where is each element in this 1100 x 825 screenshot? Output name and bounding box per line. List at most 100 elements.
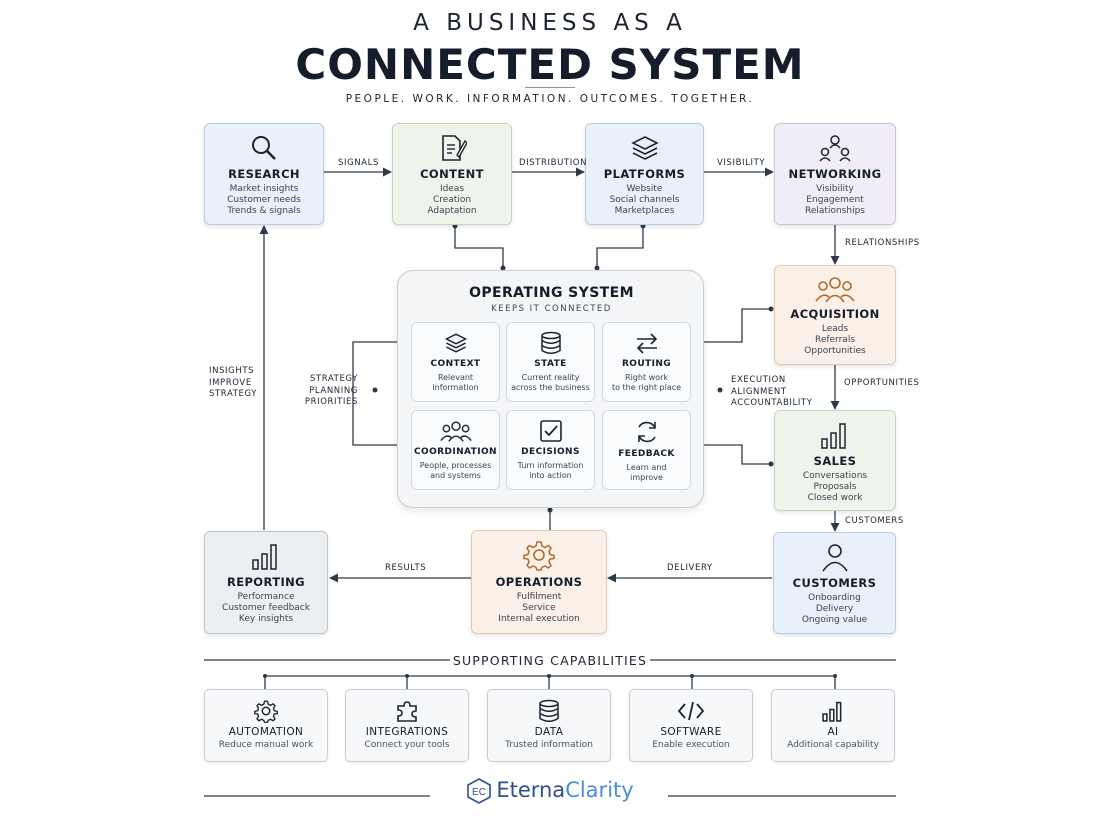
node-acquisition-title: ACQUISITION xyxy=(790,307,880,321)
node-operations-title: OPERATIONS xyxy=(495,575,583,589)
document-edit-icon xyxy=(442,135,467,161)
node-customers-line: Delivery xyxy=(815,604,854,614)
node-platforms-line: Website xyxy=(626,184,663,194)
people-group-icon xyxy=(439,421,472,442)
node-sales: SALES Conversations Proposals Closed wor… xyxy=(774,410,896,511)
edge-label-customers: CUSTOMERS xyxy=(845,516,904,526)
os-cell-feedback: FEEDBACK Learn and improve xyxy=(602,410,691,490)
node-sales-line: Closed work xyxy=(807,493,863,503)
layers-icon xyxy=(630,136,659,160)
capability-name: AI xyxy=(827,726,839,738)
code-icon xyxy=(677,701,705,721)
node-research-title: RESEARCH xyxy=(228,167,300,181)
os-cell-name: DECISIONS xyxy=(521,447,580,457)
capability-software: SOFTWARE Enable execution xyxy=(629,689,753,762)
node-reporting-title: REPORTING xyxy=(226,575,306,589)
os-cell-name: COORDINATION xyxy=(414,447,497,457)
capability-desc: Reduce manual work xyxy=(218,740,314,750)
node-operations-line: Internal execution xyxy=(498,614,580,624)
capability-automation: AUTOMATION Reduce manual work xyxy=(204,689,328,762)
node-acquisition-line: Leads xyxy=(821,324,849,334)
brand-name-part2: Clarity xyxy=(565,778,634,802)
capability-name: DATA xyxy=(534,726,564,738)
network-icon xyxy=(819,135,851,162)
brand-logo-icon: EC xyxy=(467,778,492,804)
operating-system-panel: OPERATING SYSTEM KEEPS IT CONNECTED CONT… xyxy=(397,270,704,508)
node-content-title: CONTENT xyxy=(420,167,484,181)
node-reporting-line: Key insights xyxy=(238,614,294,624)
edge-label-visibility: VISIBILITY xyxy=(717,158,766,168)
edge-label-delivery: DELIVERY xyxy=(667,563,713,573)
operating-system-subtitle: KEEPS IT CONNECTED xyxy=(491,304,612,314)
node-research-line: Market insights xyxy=(229,184,299,194)
arrows-swap-icon xyxy=(636,333,657,354)
node-research-line: Trends & signals xyxy=(227,206,301,216)
capability-ai: AI Additional capability xyxy=(771,689,895,762)
node-acquisition-line: Referrals xyxy=(814,335,856,345)
node-content: CONTENT Ideas Creation Adaptation xyxy=(392,123,512,225)
node-customers: CUSTOMERS Onboarding Delivery Ongoing va… xyxy=(773,532,896,634)
edge-label-signals: SIGNALS xyxy=(338,158,379,168)
edge-label-strategy-line: PRIORITIES xyxy=(304,397,358,407)
node-research-line: Customer needs xyxy=(227,195,301,205)
brand-name-part1: Eterna xyxy=(496,778,566,802)
node-acquisition: ACQUISITION Leads Referrals Opportunitie… xyxy=(774,265,896,365)
os-cell-desc: across the business xyxy=(511,383,590,392)
node-customers-title: CUSTOMERS xyxy=(792,576,877,590)
os-cell-desc: Current reality xyxy=(521,373,580,382)
node-operations: OPERATIONS Fulfilment Service Internal e… xyxy=(471,530,607,634)
capability-data: DATA Trusted information xyxy=(487,689,611,762)
os-cell-name: FEEDBACK xyxy=(618,449,675,459)
people-group-icon xyxy=(815,277,855,303)
edge-label-insights-line: STRATEGY xyxy=(209,389,258,399)
edge-label-execution: EXECUTION ALIGNMENT ACCOUNTABILITY xyxy=(731,375,813,410)
os-cell-desc: to the right place xyxy=(611,383,682,392)
os-cell-desc: Right work xyxy=(625,373,668,382)
edge-label-execution-line: ALIGNMENT xyxy=(731,386,787,397)
title-underline xyxy=(525,87,575,88)
layers-icon xyxy=(444,333,467,353)
search-icon xyxy=(252,136,276,160)
edge-label-execution-line: ACCOUNTABILITY xyxy=(731,398,813,408)
edge-label-execution-line: EXECUTION xyxy=(731,375,786,385)
os-cell-desc: into action xyxy=(529,471,572,480)
node-customers-line: Onboarding xyxy=(808,593,861,603)
node-content-line: Creation xyxy=(432,195,472,205)
node-networking-line: Engagement xyxy=(806,195,864,205)
node-sales-line: Proposals xyxy=(813,482,857,492)
node-platforms-line: Marketplaces xyxy=(614,206,675,216)
os-cell-desc: and systems xyxy=(430,471,481,480)
node-customers-line: Ongoing value xyxy=(801,615,868,625)
bar-chart-icon xyxy=(252,544,277,570)
os-cell-coordination: COORDINATION People, processes and syste… xyxy=(411,410,500,490)
node-networking-line: Visibility xyxy=(816,184,854,194)
capability-name: AUTOMATION xyxy=(228,726,304,738)
node-reporting-line: Performance xyxy=(237,592,295,602)
checkbox-icon xyxy=(539,420,562,442)
supporting-capabilities-title: SUPPORTING CAPABILITIES xyxy=(452,653,648,668)
puzzle-icon xyxy=(397,701,417,722)
os-cell-context: CONTEXT Relevant information xyxy=(411,322,500,402)
os-cell-state: STATE Current reality across the busines… xyxy=(506,322,595,402)
node-reporting: REPORTING Performance Customer feedback … xyxy=(204,531,328,634)
node-platforms: PLATFORMS Website Social channels Market… xyxy=(585,123,704,225)
edge-label-distribution: DISTRIBUTION xyxy=(519,158,588,168)
gear-icon xyxy=(254,700,278,723)
edge-label-strategy-line: STRATEGY xyxy=(309,374,358,384)
refresh-icon xyxy=(637,421,656,443)
person-icon xyxy=(821,544,848,572)
node-networking-line: Relationships xyxy=(805,206,865,216)
edge-label-insights: INSIGHTS IMPROVE STRATEGY xyxy=(209,366,257,401)
node-reporting-line: Customer feedback xyxy=(222,603,310,613)
os-cell-desc: improve xyxy=(630,473,663,482)
os-cell-name: CONTEXT xyxy=(430,359,481,369)
edge-label-strategy-line: PLANNING xyxy=(309,385,358,396)
os-cell-name: STATE xyxy=(534,359,567,369)
node-platforms-title: PLATFORMS xyxy=(603,167,686,181)
edge-label-opportunities: OPPORTUNITIES xyxy=(844,378,920,388)
node-platforms-line: Social channels xyxy=(609,195,680,205)
node-networking-title: NETWORKING xyxy=(788,167,882,181)
capability-desc: Connect your tools xyxy=(364,740,450,750)
